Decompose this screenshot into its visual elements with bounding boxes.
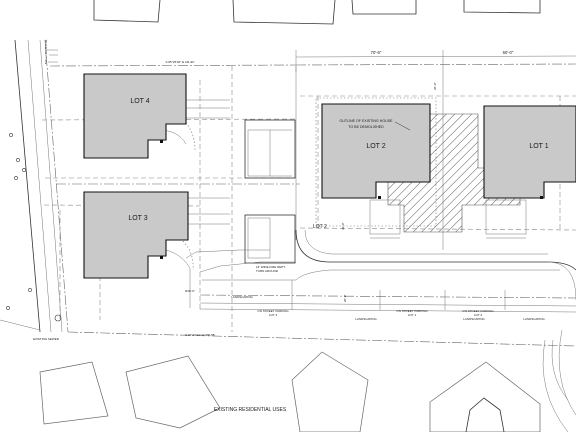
lot-1-label: LOT 1 [529, 143, 548, 150]
building-lot-1 [483, 105, 576, 199]
dimension-d: R30'-0" [185, 289, 195, 293]
south-bearing: N 84°29'34" W 380.58' [185, 333, 216, 337]
dimension-b: 30'-0" [341, 222, 345, 230]
landscaping-label: LANDSCAPING [463, 317, 485, 321]
dimension-a: 20'-0" [433, 82, 437, 90]
buildings [83, 73, 576, 279]
building-lot-2 [321, 103, 431, 199]
neighbor-buildings-top [93, 0, 541, 25]
building-lot-4 [83, 73, 187, 159]
property-boundary [49, 50, 576, 347]
lot-2-label: LOT 2 [366, 143, 385, 150]
landscaping-label: LANDSCAPING [523, 317, 545, 321]
landscaping-label: LANDSCAPING [355, 317, 377, 321]
landscaping-label: LANDSCAPING [231, 295, 253, 299]
demolish-note-line1: OUTLINE OF EXISTING HOUSE [339, 119, 393, 123]
parking-stall-lot: LOT 3 [269, 313, 278, 317]
north-bearing: S 85°25'40" E 311.90' [166, 60, 195, 64]
lot-1-width-dimension: 60'-0" [503, 50, 514, 55]
fire-turnaround-line1: 14' WIDE FIRE DEPT. [256, 265, 286, 269]
lot-3-label: LOT 3 [128, 215, 147, 222]
building-lot-3 [83, 191, 189, 279]
fire-turnaround [149, 109, 296, 308]
street-lines-left [0, 39, 69, 333]
fire-turnaround-line2: TURN AROUND [256, 269, 279, 273]
parking-stall-label: ON STREET PARKING [462, 309, 494, 313]
row-label: 5.0' = 10'R R.O.W. [44, 39, 48, 64]
lot-2-width-dimension: 70'-6" [371, 50, 382, 55]
existing-uses-label: EXISTING RESIDENTIAL USES [214, 407, 287, 413]
existing-sewer-label: EXISTING SEWER [33, 337, 60, 341]
lot-4-label: LOT 4 [130, 98, 149, 105]
parking-stall-label: ON STREET PARKING [257, 309, 289, 313]
dimension-c: 20'-0" [343, 294, 347, 302]
demolish-leader [394, 121, 411, 131]
porches [160, 140, 543, 259]
parking-stall-label: ON STREET PARKING [396, 309, 428, 313]
lot-2-outline-label: LOT 2 [313, 224, 327, 230]
parking-stall-lot: LOT 1 [408, 313, 417, 317]
road [199, 229, 576, 432]
parking-stall-lot: LOT 2 [474, 313, 483, 317]
existing-houses-bottom [39, 351, 541, 432]
demolish-note-line2: TO BE DEMOLISHED [348, 125, 384, 129]
